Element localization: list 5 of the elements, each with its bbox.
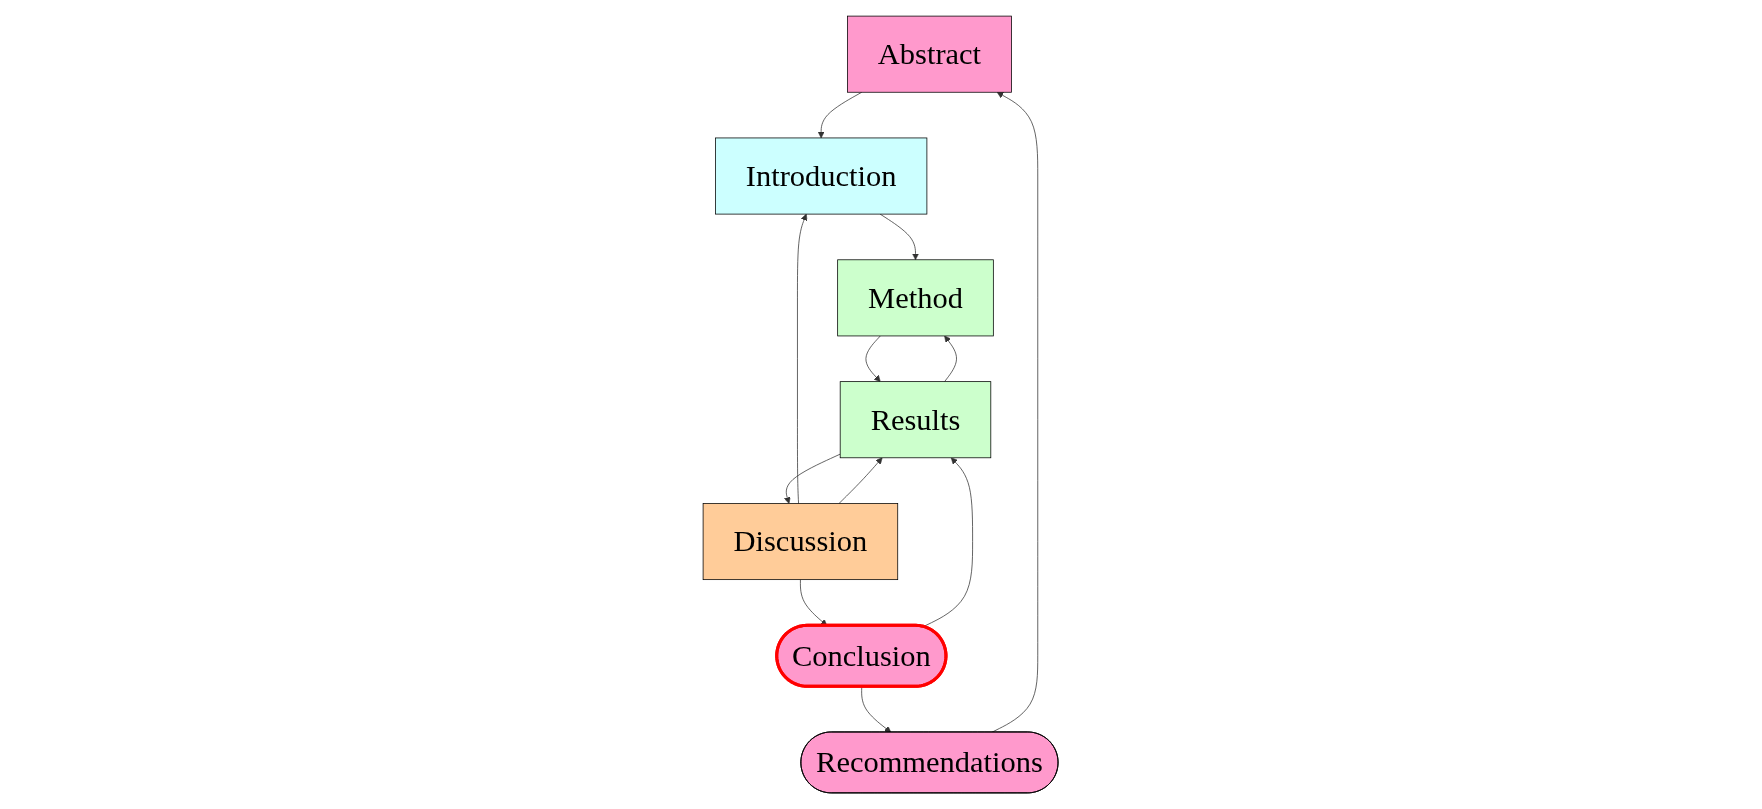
node-box: Discussion <box>703 503 899 581</box>
node-box: Abstract <box>847 15 1013 93</box>
node-box: Method <box>837 259 995 337</box>
node-box: Results <box>840 381 992 459</box>
node-box: Introduction <box>715 137 928 215</box>
